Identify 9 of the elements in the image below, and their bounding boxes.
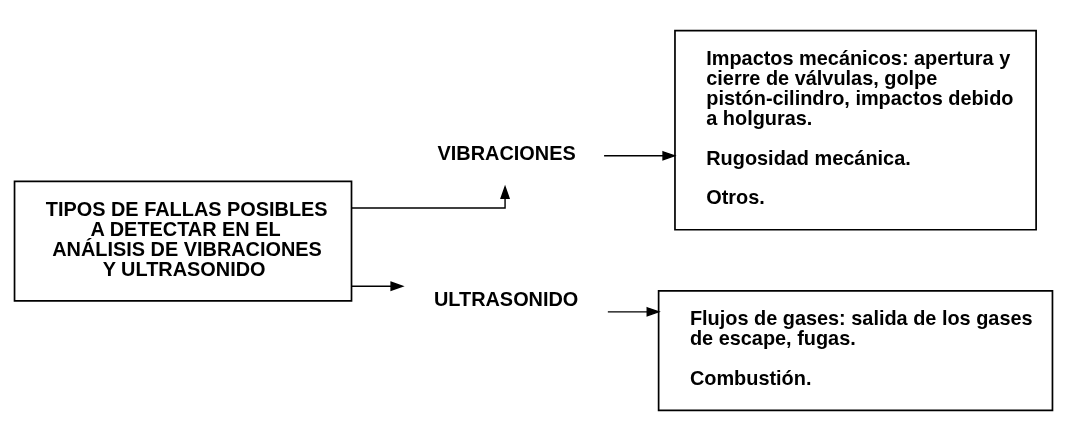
- node-text: ULTRASONIDO: [433, 288, 579, 311]
- arrow: [607, 306, 661, 317]
- node-box: TIPOS DE FALLAS POSIBLES A DETECTAR EN EL ANÁLISIS DE VIBRACIONES Y ULTRASONIDO: [13, 180, 353, 302]
- node-text: VIBRACIONES: [437, 141, 576, 164]
- arrow: [350, 281, 405, 292]
- arrow: [350, 184, 511, 209]
- arrow: [603, 150, 677, 161]
- node-box: Impactos mecánicos: apertura y cierre de válvulas, golpe pistón-cilindro, impactos debido a holguras. Rugosidad mecánica. Otros.: [674, 29, 1037, 231]
- node-box: Flujos de gases: salida de los gases de escape, fugas. Combustión.: [657, 290, 1054, 412]
